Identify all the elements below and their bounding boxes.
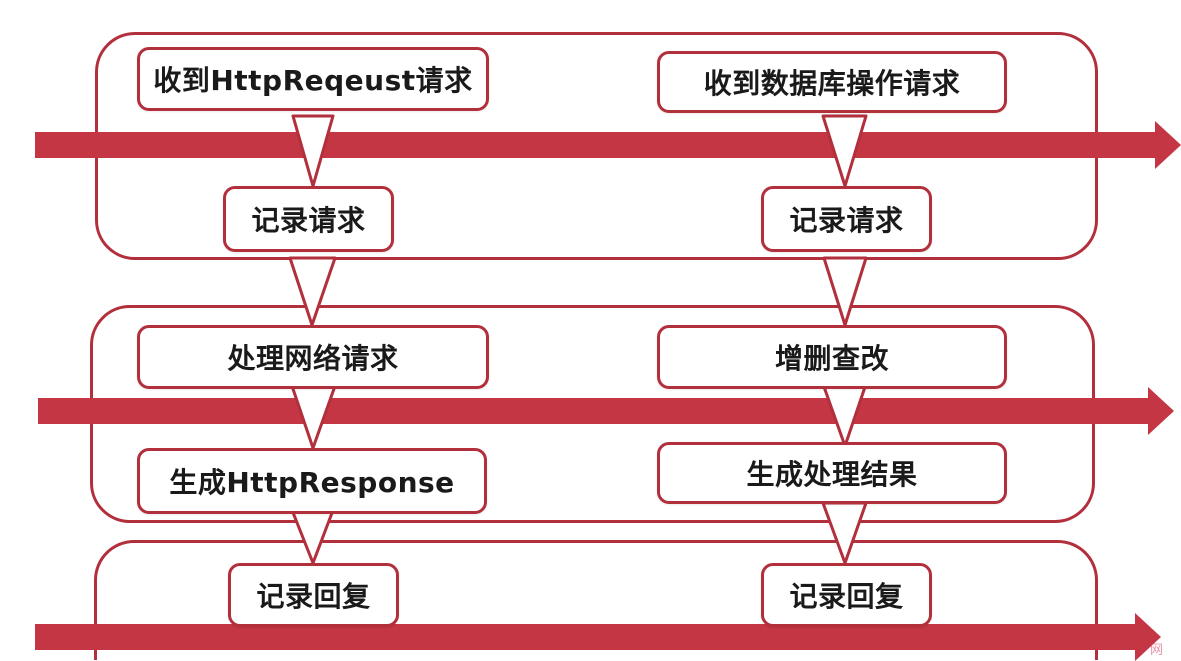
step-receive-http-request: 收到HttpReqeust请求 [137, 47, 489, 111]
step-log-response-right: 记录回复 [761, 563, 932, 627]
step-generate-http-response: 生成HttpResponse [137, 448, 487, 514]
step-crud: 增删查改 [657, 325, 1007, 389]
step-process-network-request: 处理网络请求 [137, 325, 489, 389]
step-log-request-left: 记录请求 [223, 186, 394, 252]
step-generate-result: 生成处理结果 [657, 442, 1007, 504]
flow-arrow-bottom-band [35, 624, 1139, 650]
step-log-response-left: 记录回复 [228, 563, 399, 627]
flow-arrow-middle-head [1148, 387, 1174, 435]
step-log-request-right: 记录请求 [761, 186, 932, 252]
flow-arrow-top-head [1155, 121, 1181, 169]
flow-arrow-bottom-head [1135, 613, 1161, 661]
step-receive-db-request: 收到数据库操作请求 [657, 51, 1007, 113]
flow-arrow-top-band [35, 132, 1159, 158]
flow-arrow-middle-band [38, 398, 1160, 424]
watermark: 网 [1149, 643, 1163, 658]
